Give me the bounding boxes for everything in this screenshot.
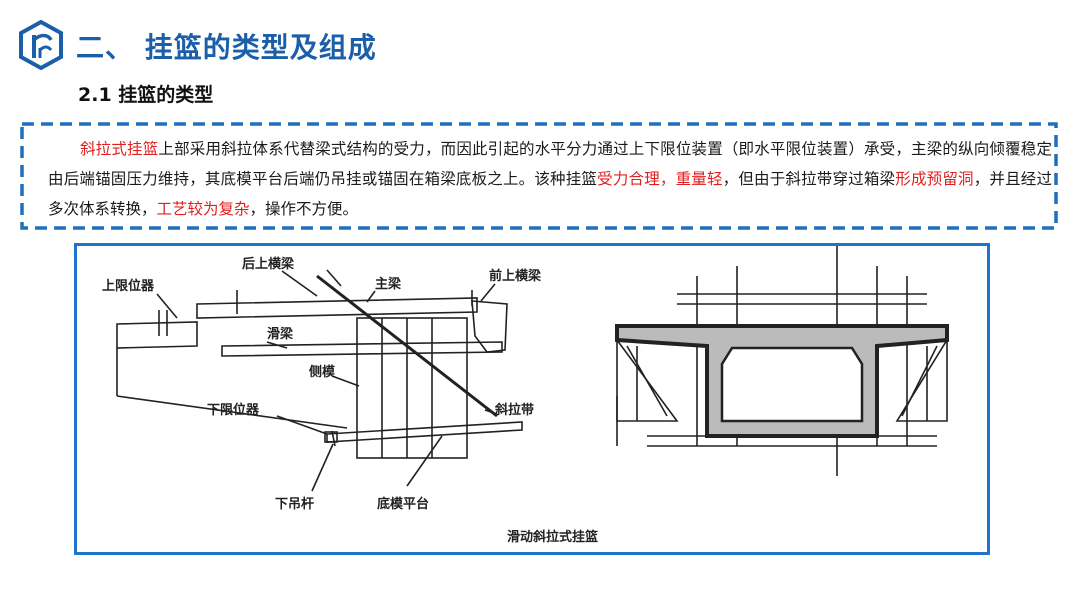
text-segment: ，并且经过多次体系转换， (48, 170, 1052, 218)
figure-caption: 滑动斜拉式挂篮 (507, 529, 598, 545)
hanging-basket-diagram: 上限位器 后上横梁 主梁 前上横梁 滑梁 侧模 下限位器 斜拉带 下吊杆 底模平… (102, 246, 949, 545)
label-lower-hanger: 下吊杆 (275, 496, 314, 512)
figure-frame: 上限位器 后上横梁 主梁 前上横梁 滑梁 侧模 下限位器 斜拉带 下吊杆 底模平… (74, 243, 990, 555)
company-logo-icon (18, 19, 64, 71)
label-slide-beam: 滑梁 (267, 326, 294, 342)
text-segment: 上部采用斜拉体系代替梁式结构的受力，而因此引起的水平分力通过上下限位装置（即水平… (48, 140, 1052, 188)
label-rear-upper-beam: 后上横梁 (242, 256, 295, 272)
label-side-form: 侧模 (309, 364, 336, 380)
highlight-advantages: 受力合理，重量轻 (597, 170, 723, 188)
highlight-complex-process: 工艺较为复杂 (156, 200, 250, 218)
label-diagonal-strap: 斜拉带 (494, 402, 534, 418)
description-paragraph: 斜拉式挂篮上部采用斜拉体系代替梁式结构的受力，而因此引起的水平分力通过上下限位装… (48, 134, 1052, 224)
label-lower-limiter: 下限位器 (207, 402, 260, 418)
label-front-upper-beam: 前上横梁 (489, 268, 542, 284)
label-main-beam: 主梁 (375, 276, 402, 292)
dashed-border (20, 122, 1058, 230)
section-subtitle: 2.1 挂篮的类型 (78, 84, 214, 106)
label-bottom-platform: 底模平台 (377, 496, 429, 512)
highlight-reserved-hole: 形成预留洞 (895, 170, 974, 188)
text-segment: ，操作不方便。 (249, 200, 359, 218)
highlight-type-name: 斜拉式挂篮 (80, 140, 159, 158)
page-title: 二、 挂篮的类型及组成 (76, 31, 377, 64)
text-segment: ，但由于斜拉带穿过箱梁 (722, 170, 896, 188)
label-upper-limiter: 上限位器 (102, 278, 155, 294)
description-box: 斜拉式挂篮上部采用斜拉体系代替梁式结构的受力，而因此引起的水平分力通过上下限位装… (20, 122, 1058, 230)
